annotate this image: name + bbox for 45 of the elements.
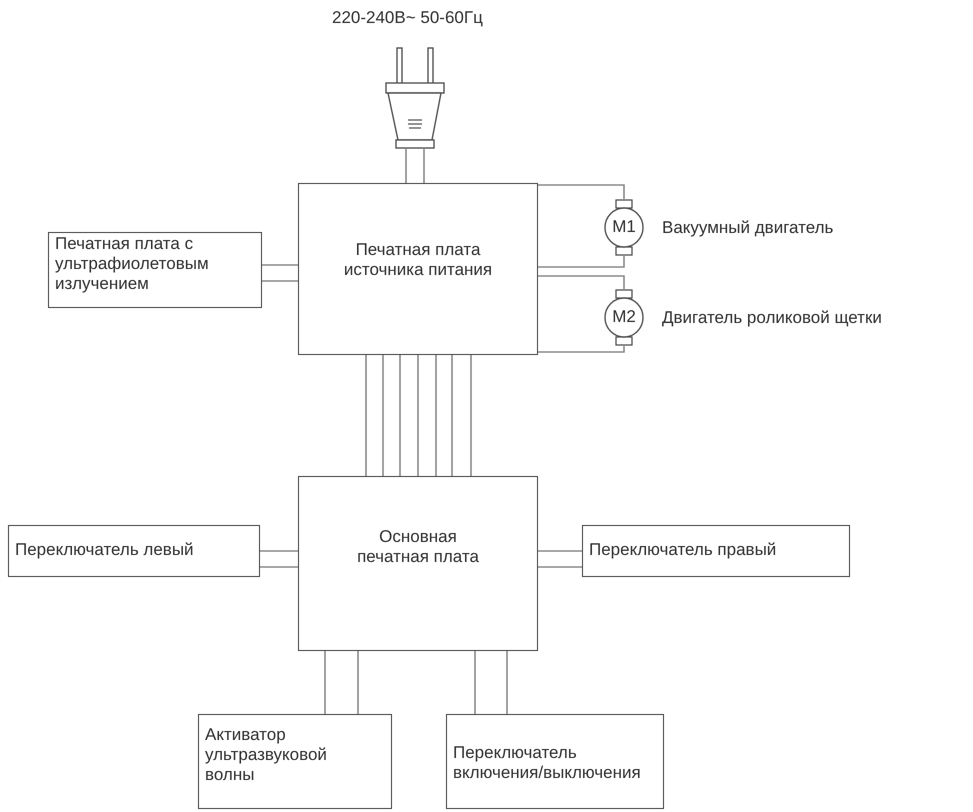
wire	[538, 184, 625, 199]
wire	[506, 651, 508, 714]
wire	[357, 651, 359, 714]
motor-name-label: Двигатель роликовой щетки	[662, 308, 882, 328]
component-box	[446, 714, 664, 809]
wire	[423, 149, 425, 183]
wire	[538, 346, 625, 353]
wire	[262, 264, 298, 266]
wire	[399, 355, 401, 476]
wire	[470, 355, 472, 476]
wire	[538, 275, 625, 289]
circuit-board-box	[298, 183, 538, 355]
component-box	[8, 525, 260, 577]
box-label: Печатная плата с ультрафиолетовым излучением	[55, 234, 210, 294]
wire	[405, 149, 407, 183]
wire	[260, 566, 298, 568]
motor-symbol	[604, 289, 644, 346]
motor-label: M1	[611, 216, 637, 237]
voltage-label: 220-240В~ 50-60Гц	[332, 8, 483, 28]
wire	[262, 280, 298, 282]
component-box	[582, 525, 850, 577]
wire	[538, 566, 582, 568]
box-label: Основная печатная плата	[356, 527, 480, 568]
motor-name-label: Вакуумный двигатель	[662, 218, 834, 238]
motor-label: M2	[611, 306, 637, 327]
box-label: Переключатель включения/выключения	[453, 743, 642, 784]
motor-symbol	[604, 199, 644, 256]
wire	[474, 651, 476, 714]
component-box	[48, 232, 262, 308]
box-label: Переключатель левый	[15, 540, 195, 560]
wire	[417, 355, 419, 476]
box-label: Переключатель правый	[589, 540, 778, 560]
box-label: Активатор ультразвуковой волны	[205, 725, 328, 786]
wire	[382, 355, 384, 476]
wire	[365, 355, 367, 476]
component-box	[198, 714, 392, 809]
wire	[538, 550, 582, 552]
circuit-board-box	[298, 476, 538, 651]
wire	[451, 355, 453, 476]
wire	[435, 355, 437, 476]
wire	[538, 256, 625, 268]
box-label: Печатная плата источника питания	[342, 240, 494, 280]
wire	[260, 550, 298, 552]
wire	[324, 651, 326, 714]
plug-drawing	[385, 47, 445, 149]
